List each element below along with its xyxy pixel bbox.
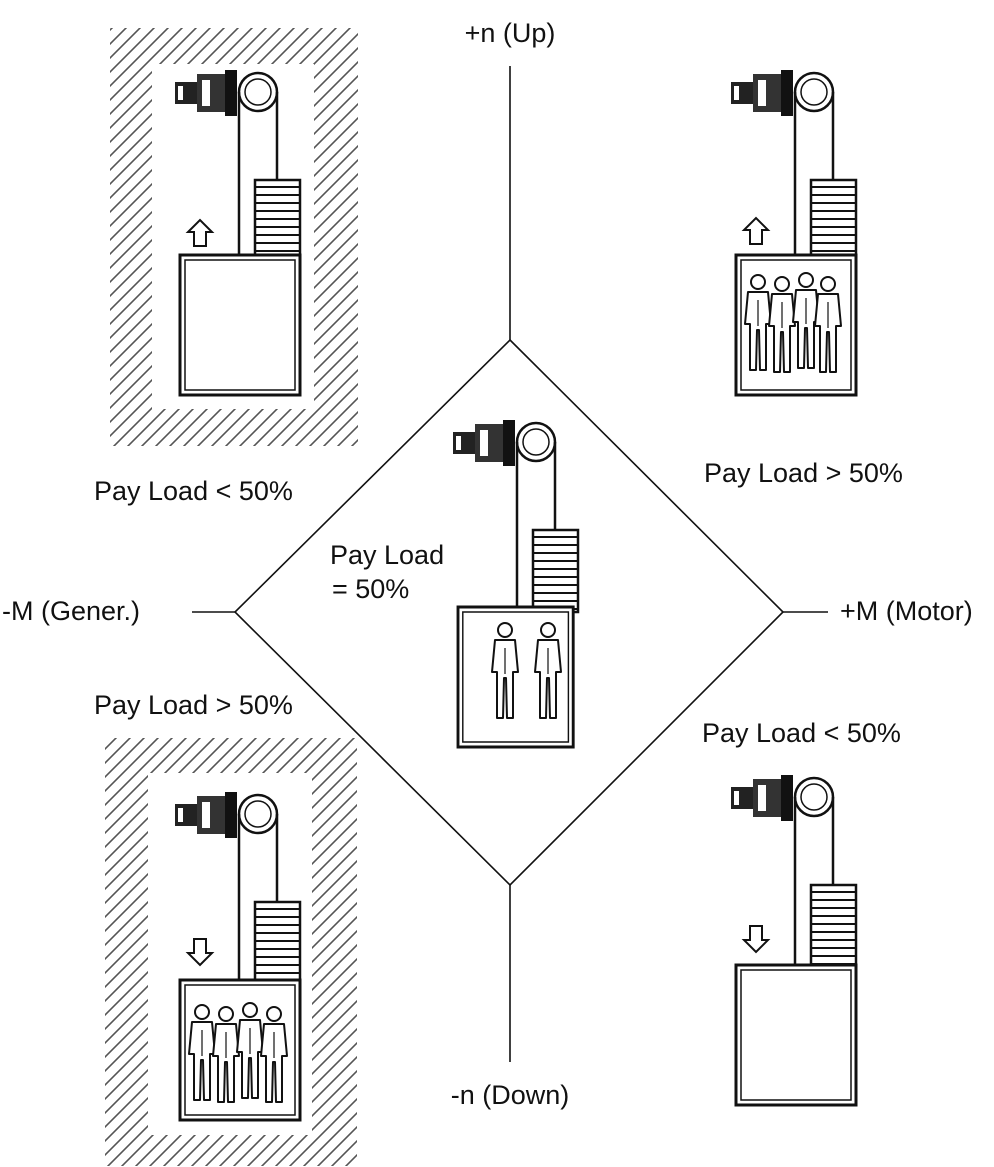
quadrant-label-bottom-right: Pay Load < 50% [702,718,901,748]
down-arrow-icon [743,925,769,953]
quadrant-label-center-line2: = 50% [332,574,410,604]
motor-icon [451,418,580,614]
car-icon [734,963,858,1107]
elevator-center [451,418,580,749]
up-arrow-icon [743,217,769,245]
axis-label-down: -n (Down) [450,1080,570,1110]
elevator-bottom-right [729,773,858,1107]
axis-label-generator: -M (Gener.) [2,596,141,626]
quadrant-label-bottom-left: Pay Load > 50% [94,690,293,720]
axis-lines [192,66,828,1062]
elevator-top-right [729,68,858,397]
axis-label-up: +n (Up) [464,18,556,48]
axis-label-motor: +M (Motor) [840,596,973,626]
quadrant-diamond [233,338,785,887]
quadrant-label-top-right: Pay Load > 50% [704,458,903,488]
quadrant-label-center-line1: Pay Load [330,540,445,570]
car-icon [178,253,302,397]
quadrant-label-top-left: Pay Load < 50% [94,476,293,506]
